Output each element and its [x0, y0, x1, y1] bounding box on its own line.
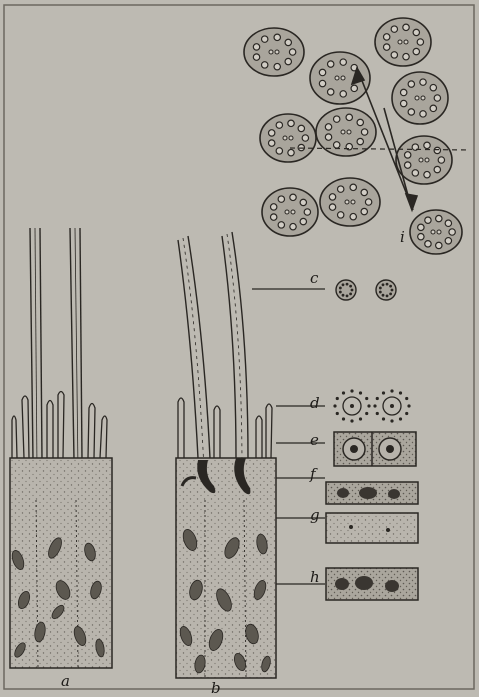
- section-c-rings: [336, 280, 396, 300]
- section-f-box: [326, 482, 418, 504]
- axoneme-section: [262, 188, 318, 236]
- cell-column-a: [10, 228, 112, 668]
- axoneme-section: [320, 178, 380, 226]
- axoneme-section: [396, 136, 452, 184]
- cross-sections-group-i: [244, 18, 462, 254]
- label-h: h: [310, 570, 320, 585]
- section-d-rings: [333, 389, 410, 422]
- section-g-box: [326, 513, 418, 543]
- section-h-box: [326, 568, 418, 600]
- label-e: e: [310, 433, 319, 448]
- axoneme-section: [244, 28, 304, 76]
- cell-column-b: [176, 232, 276, 678]
- axoneme-section: [410, 210, 462, 254]
- label-i: i: [400, 230, 405, 245]
- axoneme-section: [392, 72, 448, 124]
- label-g: g: [310, 508, 320, 523]
- label-f: f: [310, 467, 316, 482]
- label-a: a: [61, 674, 70, 689]
- section-e-box: [334, 432, 416, 466]
- label-d: d: [310, 396, 320, 411]
- axoneme-section: [260, 114, 316, 162]
- label-c: c: [310, 271, 318, 286]
- axoneme-section: [375, 18, 431, 66]
